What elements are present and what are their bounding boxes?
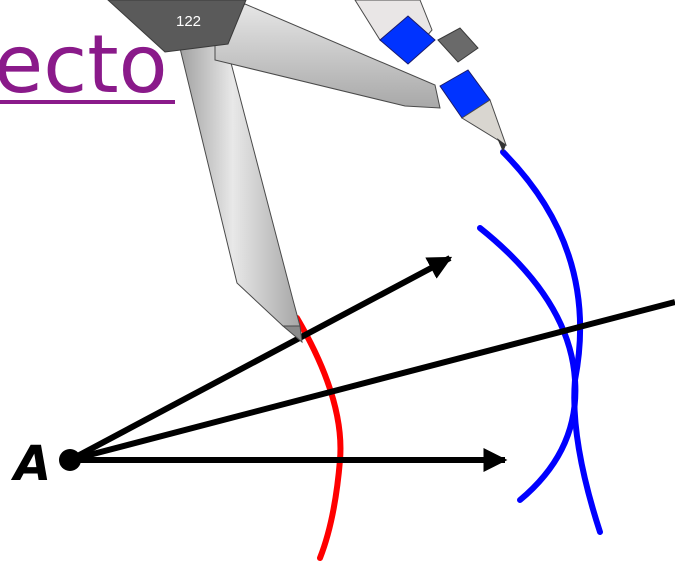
- pencil-wood-tip: [461, 99, 507, 147]
- page-number: 122: [176, 13, 201, 30]
- pencil-clamp-screw: [437, 27, 479, 63]
- compass-needle-leg: [177, 39, 301, 327]
- point-a: [59, 449, 81, 471]
- upper-ray: [68, 255, 453, 463]
- bisector-ray: [69, 299, 675, 463]
- slide-title: ecto: [0, 18, 168, 111]
- compass-icon: 122: [107, 0, 507, 344]
- pencil-holder-band: [379, 15, 436, 65]
- blue-arc-from-lower-ray: [500, 149, 603, 535]
- point-a-label: A: [10, 436, 51, 492]
- pencil-lead: [497, 138, 506, 152]
- compass-pencil-arm: [214, 3, 441, 109]
- red-arc: [294, 315, 344, 561]
- compass-needle-tip: [281, 325, 303, 344]
- compass-hinge: [107, 0, 247, 53]
